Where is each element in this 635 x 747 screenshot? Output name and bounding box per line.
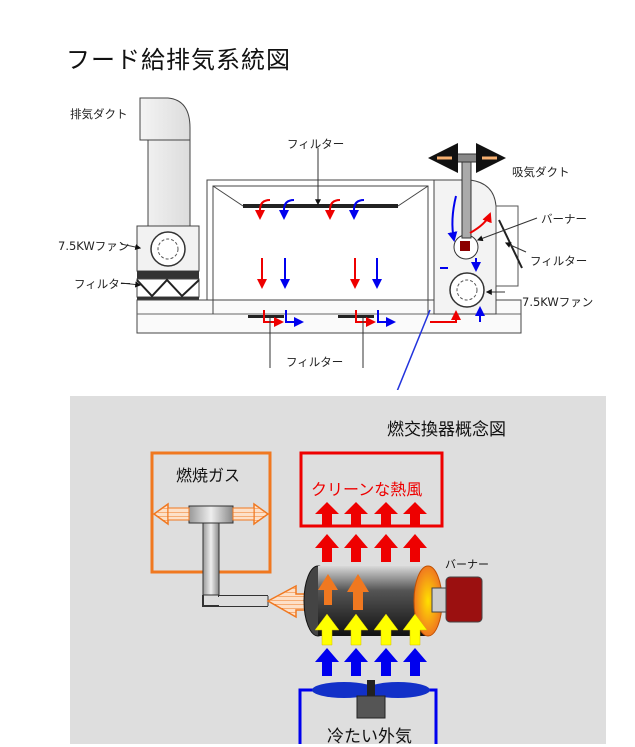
label-clean-hot-air: クリーンな熱風 bbox=[311, 480, 423, 499]
concept-title: 燃交換器概念図 bbox=[387, 420, 506, 440]
left-fan-icon bbox=[150, 231, 186, 267]
label-filter-bottom: フィルター bbox=[286, 355, 344, 369]
concept-pointer bbox=[396, 309, 431, 390]
fan-motor bbox=[356, 695, 386, 719]
filter-top-bar bbox=[243, 204, 398, 208]
label-exhaust-duct: 排気ダクト bbox=[70, 107, 128, 121]
right-fan-icon bbox=[449, 272, 485, 308]
page-title: フード給排気系統図 bbox=[66, 46, 291, 74]
burner-block bbox=[445, 576, 483, 623]
blue-arrows bbox=[315, 648, 427, 676]
red-arrows bbox=[315, 502, 427, 562]
exhaust-duct bbox=[139, 97, 191, 229]
fan-blade-right bbox=[366, 682, 430, 698]
filter-bottom-bar-left bbox=[248, 315, 284, 318]
hood-system-diagram bbox=[120, 97, 538, 390]
label-fan-right: 7.5KWファン bbox=[522, 295, 594, 309]
label-filter-right: フィルター bbox=[530, 254, 588, 268]
label-filter-top: フィルター bbox=[287, 137, 345, 151]
label-intake-duct: 吸気ダクト bbox=[512, 165, 570, 179]
yellow-arrows bbox=[314, 613, 428, 646]
label-cold-outside-air: 冷たい外気 bbox=[327, 727, 412, 747]
hot-air-box bbox=[299, 451, 444, 528]
fan-blade-left bbox=[312, 682, 376, 698]
label-filter-left: フィルター bbox=[74, 277, 132, 291]
label-fan-left: 7.5KWファン bbox=[58, 239, 130, 253]
label-exhaust-gas: 燃焼ガス bbox=[176, 466, 241, 485]
label-burner: バーナー bbox=[541, 212, 587, 226]
label-burner-concept: バーナー bbox=[445, 558, 489, 571]
